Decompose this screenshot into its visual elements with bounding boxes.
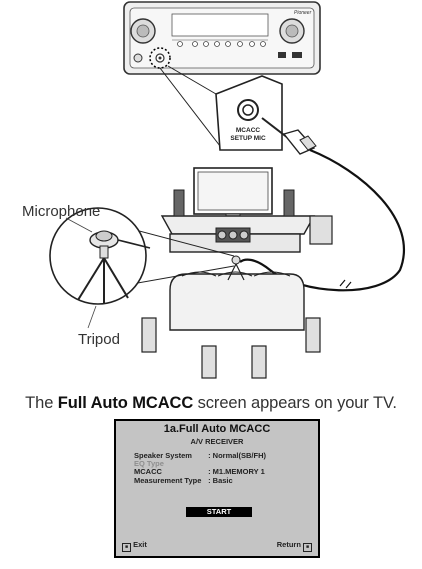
caption-screen-name: Full Auto MCACC [57, 394, 194, 412]
tripod-label: Tripod [78, 331, 120, 348]
mic-jack-callout: MCACC SETUP MIC [215, 75, 283, 151]
microphone-label: Microphone [22, 203, 100, 220]
tv-osd-screen: 1a.Full Auto MCACC A/V RECEIVER Speaker … [114, 419, 320, 558]
exit-key-icon: ■ [122, 543, 131, 552]
instruction-caption: The Full Auto MCACC screen appears on yo… [0, 394, 422, 413]
exit-label: Exit [133, 540, 147, 549]
return-label: Return [276, 540, 301, 549]
setting-key: Speaker System [134, 451, 192, 460]
setting-value: M1.MEMORY 1 [212, 467, 265, 476]
setting-value: Basic [212, 476, 233, 485]
exit-button[interactable]: ■ Exit [122, 540, 147, 552]
return-key-icon: ■ [303, 543, 312, 552]
setting-measurement-type[interactable]: Measurement Type : Basic [134, 476, 233, 485]
tv-setup [160, 167, 333, 253]
setting-speaker-system[interactable]: Speaker System : Normal(SB/FH) [134, 451, 266, 460]
mini-tripod [227, 255, 245, 281]
mic-jack-label-2: SETUP MIC [230, 135, 266, 142]
setting-sep: : [206, 476, 213, 485]
brand-logo: Pioneer [294, 10, 312, 16]
microphone-closeup [49, 207, 151, 305]
setting-sep: : [206, 451, 213, 460]
setting-key: MCACC [134, 467, 162, 476]
setting-key: Measurement Type [134, 476, 202, 485]
setting-eq-type: EQ Type [134, 459, 206, 468]
connection-diagram: Pioneer MCACC SETUP MIC [22, 1, 406, 379]
sofa [169, 271, 305, 331]
setting-key: EQ Type [134, 459, 164, 468]
osd-subtitle: A/V RECEIVER [190, 437, 244, 446]
setting-mcacc[interactable]: MCACC : M1.MEMORY 1 [134, 467, 265, 476]
osd-title: 1a.Full Auto MCACC [163, 423, 271, 435]
setting-value: Normal(SB/FH) [212, 451, 267, 460]
surround-speakers [141, 317, 321, 379]
av-receiver: Pioneer [123, 1, 321, 75]
mic-jack-label-1: MCACC [236, 127, 260, 134]
mic-plug [261, 117, 317, 155]
start-button[interactable]: START [186, 507, 252, 517]
caption-prefix: The [25, 394, 58, 412]
setting-sep: : [206, 467, 213, 476]
caption-suffix: screen appears on your TV. [193, 394, 397, 412]
return-button[interactable]: Return ■ [277, 540, 312, 552]
